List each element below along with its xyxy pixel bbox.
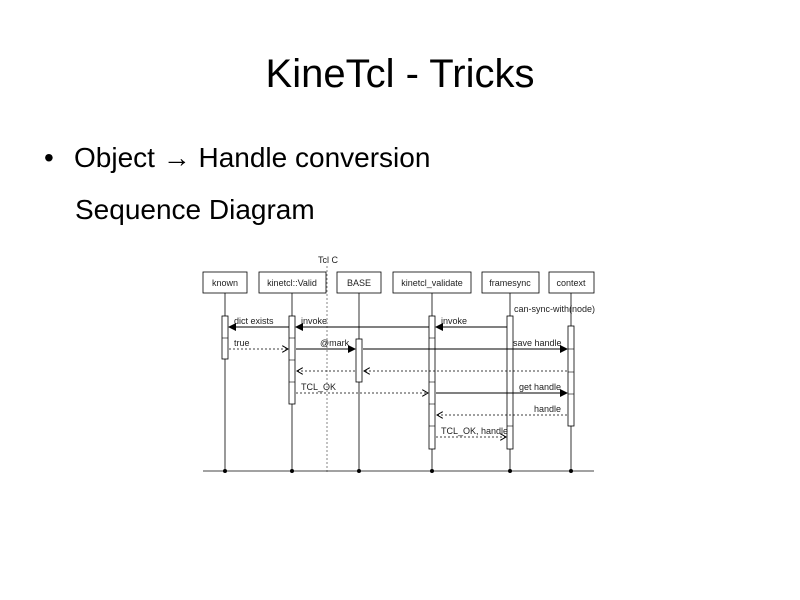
activation-segments — [222, 337, 574, 427]
participant-framesync: framesync — [481, 271, 540, 294]
participant-base: BASE — [336, 271, 382, 294]
message-true-label: true — [234, 338, 250, 348]
participant-framesync-label: framesync — [489, 278, 531, 288]
message-mark-label: @mark — [320, 338, 350, 348]
lifeline-terminators — [223, 469, 573, 473]
slide-title: KineTcl - Tricks — [265, 52, 535, 96]
participant-kinetcl-valid: kinetcl::Valid — [258, 271, 327, 294]
participant-known: known — [202, 271, 248, 294]
activation-base — [355, 338, 363, 383]
message-tcl-ok-handle-label: TCL_OK, handle — [441, 426, 508, 436]
message-dict-exists-label: dict exists — [234, 316, 274, 326]
participant-kinetcl-valid-label: kinetcl::Valid — [267, 278, 317, 288]
participant-context: context — [548, 271, 595, 294]
bullet-icon: • — [44, 142, 54, 173]
message-handle-label: handle — [534, 404, 561, 414]
participant-context-label: context — [556, 278, 586, 288]
message-get-handle-label: get handle — [519, 382, 561, 392]
message-save-handle-label: save handle — [513, 338, 562, 348]
bullet-text: Object → Handle conversion — [74, 142, 431, 173]
message-tcl-ok-label: TCL_OK — [301, 382, 336, 392]
sequence-diagram-heading: Sequence Diagram — [75, 194, 315, 225]
participant-kinetcl-validate: kinetcl_validate — [392, 271, 472, 294]
activation-known — [221, 315, 229, 360]
message-invoke-1-label: invoke — [301, 316, 327, 326]
message-invoke-2-label: invoke — [441, 316, 467, 326]
message-can-sync-with-label: can-sync-with(node) — [514, 304, 595, 314]
activation-kinetcl-validate — [428, 315, 436, 450]
participant-kinetcl-validate-label: kinetcl_validate — [401, 278, 463, 288]
activation-context — [567, 325, 575, 427]
participant-base-label: BASE — [347, 278, 371, 288]
tcl-c-boundary-label: Tcl C — [318, 255, 339, 265]
bullet-item: • Object → Handle conversion — [44, 141, 430, 175]
activation-framesync — [506, 315, 514, 450]
participant-known-label: known — [212, 278, 238, 288]
